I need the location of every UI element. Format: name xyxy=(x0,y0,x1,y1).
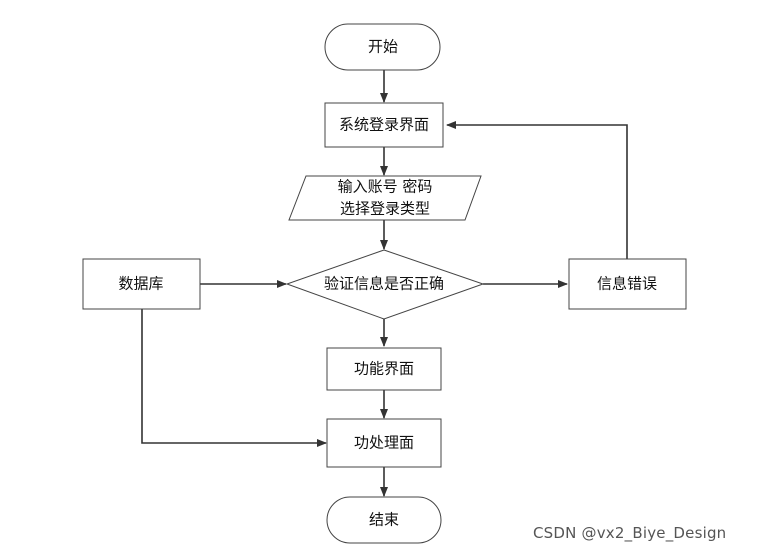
input-node: 输入账号 密码 选择登录类型 xyxy=(288,175,482,221)
verify-diamond xyxy=(285,249,485,320)
function-node: 功能界面 xyxy=(326,347,442,391)
error-label: 信息错误 xyxy=(597,275,657,293)
end-node: 结束 xyxy=(326,496,442,544)
start-node: 开始 xyxy=(324,23,441,71)
function-box xyxy=(326,347,442,391)
input-parallelogram xyxy=(288,175,482,221)
edge-error-login xyxy=(446,121,628,259)
verify-label: 验证信息是否正确 xyxy=(324,275,444,293)
function-label: 功能界面 xyxy=(354,360,414,378)
login-box xyxy=(324,102,444,148)
input-label-line2: 选择登录类型 xyxy=(340,200,430,218)
edges xyxy=(141,70,628,497)
database-box xyxy=(82,258,201,310)
start-terminal xyxy=(324,23,441,71)
error-node: 信息错误 xyxy=(568,258,687,310)
input-label-line1: 输入账号 密码 xyxy=(338,178,433,196)
process-box xyxy=(326,418,442,468)
watermark-text: CSDN @vx2_Biye_Design xyxy=(533,524,727,542)
login-node: 系统登录界面 xyxy=(324,102,444,148)
process-label: 功处理面 xyxy=(354,434,414,452)
login-label: 系统登录界面 xyxy=(339,116,429,134)
error-box xyxy=(568,258,687,310)
start-label: 开始 xyxy=(368,38,398,56)
end-terminal xyxy=(326,496,442,544)
edge-database-process xyxy=(141,309,327,447)
end-label: 结束 xyxy=(369,511,399,529)
database-node: 数据库 xyxy=(82,258,201,310)
verify-node: 验证信息是否正确 xyxy=(285,249,485,320)
database-label: 数据库 xyxy=(118,275,163,293)
process-node: 功处理面 xyxy=(326,418,442,468)
